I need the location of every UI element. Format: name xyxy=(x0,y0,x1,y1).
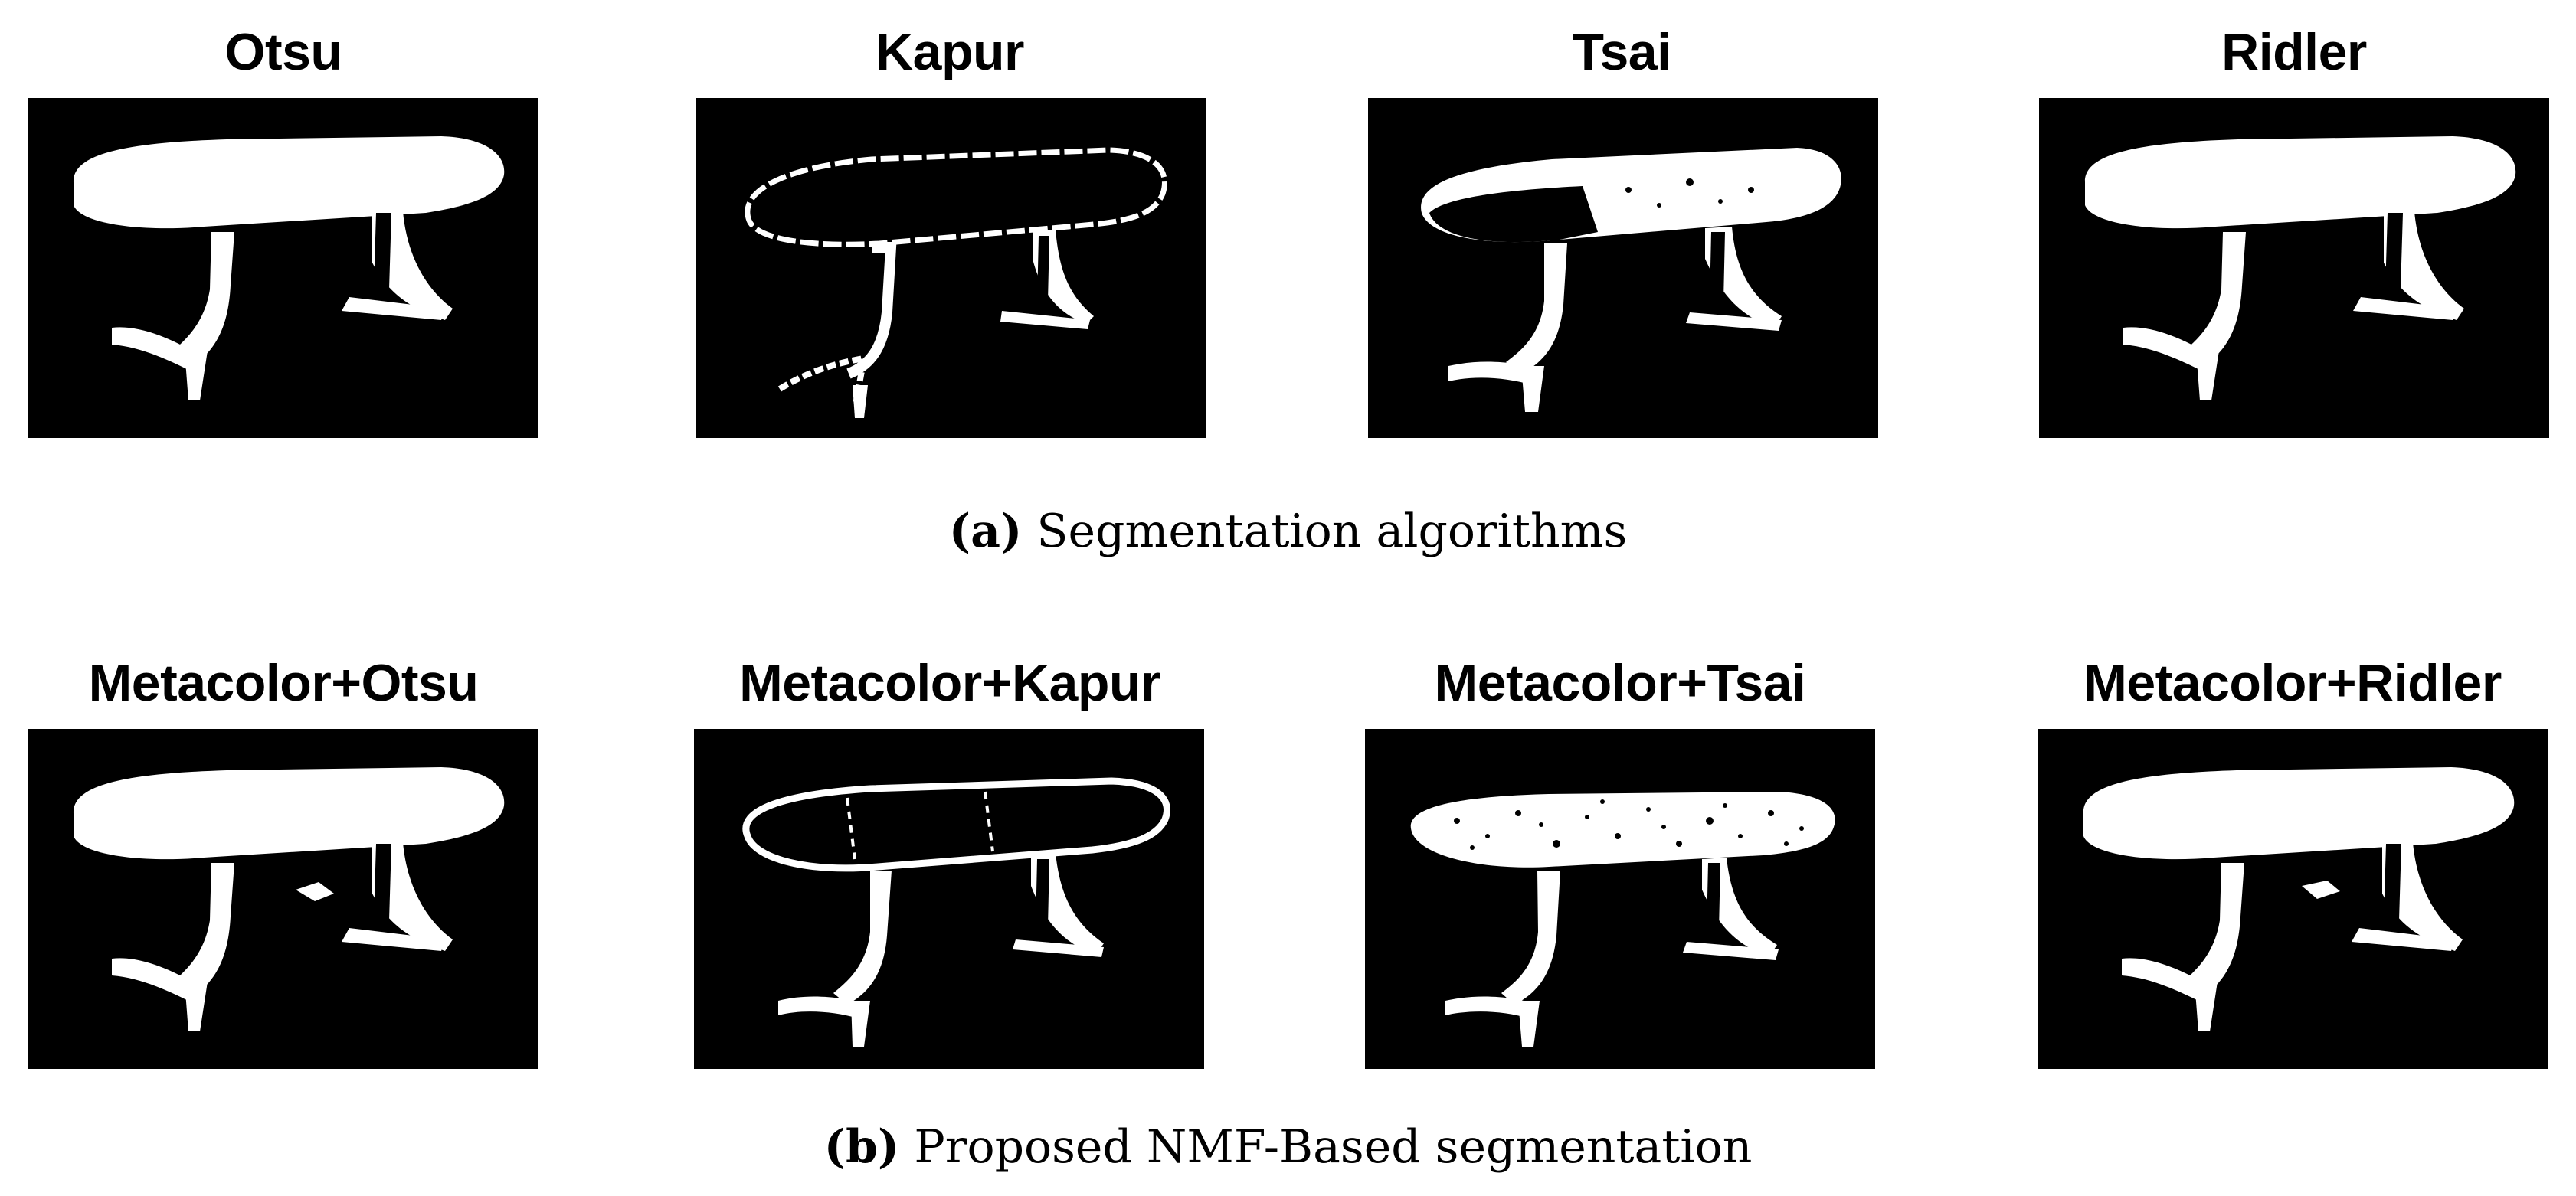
title-metacolor-ridler: Metacolor+Ridler xyxy=(2083,654,2502,712)
image-otsu xyxy=(28,98,538,438)
image-tsai xyxy=(1368,98,1878,438)
image-metacolor-tsai xyxy=(1365,729,1875,1069)
image-metacolor-kapur xyxy=(694,729,1204,1069)
caption-a-tag: (a) xyxy=(948,505,1023,558)
cell-metacolor-kapur: Metacolor+Kapur xyxy=(674,652,1226,714)
caption-a: (a) Segmentation algorithms xyxy=(0,504,2576,559)
title-metacolor-kapur: Metacolor+Kapur xyxy=(739,654,1160,712)
cell-metacolor-ridler: Metacolor+Ridler xyxy=(2017,652,2568,714)
panel-b: Metacolor+Otsu Metacolor+Kapur xyxy=(0,613,2576,1196)
title-otsu: Otsu xyxy=(224,23,342,81)
title-tsai: Tsai xyxy=(1572,23,1671,81)
image-metacolor-ridler xyxy=(2038,729,2548,1069)
title-metacolor-otsu: Metacolor+Otsu xyxy=(88,654,479,712)
image-kapur xyxy=(696,98,1206,438)
cell-kapur: Kapur xyxy=(674,21,1226,83)
cell-ridler: Ridler xyxy=(2018,21,2570,83)
cell-tsai: Tsai xyxy=(1346,21,1897,83)
caption-b: (b) Proposed NMF-Based segmentation xyxy=(0,1119,2576,1175)
image-ridler xyxy=(2039,98,2549,438)
title-metacolor-tsai: Metacolor+Tsai xyxy=(1434,654,1806,712)
caption-b-tag: (b) xyxy=(823,1120,900,1174)
caption-a-text: Segmentation algorithms xyxy=(1036,505,1628,558)
caption-b-text: Proposed NMF-Based segmentation xyxy=(914,1120,1753,1174)
cell-otsu: Otsu xyxy=(8,21,559,83)
title-ridler: Ridler xyxy=(2221,23,2367,81)
panel-a: Otsu Kapur Tsai xyxy=(0,21,2576,559)
cell-metacolor-otsu: Metacolor+Otsu xyxy=(8,652,559,714)
title-kapur: Kapur xyxy=(876,23,1024,81)
image-metacolor-otsu xyxy=(28,729,538,1069)
cell-metacolor-tsai: Metacolor+Tsai xyxy=(1344,652,1896,714)
